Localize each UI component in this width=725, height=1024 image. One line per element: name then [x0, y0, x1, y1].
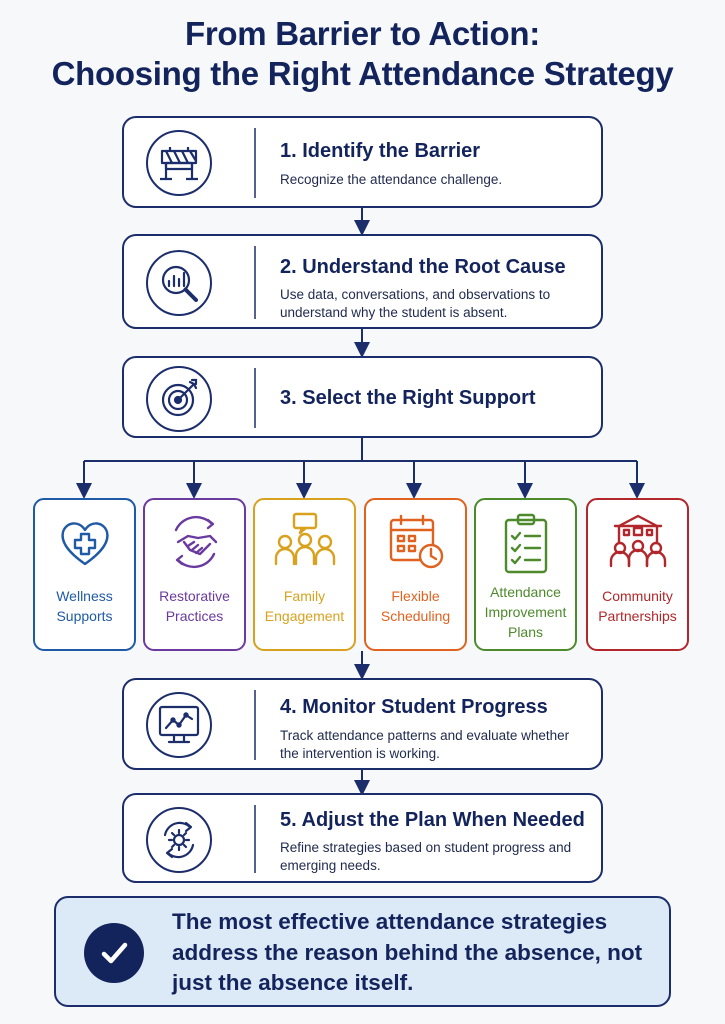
support-card-flexible: Flexible Scheduling: [364, 498, 467, 651]
step-3-box: 3. Select the Right Support: [122, 356, 603, 438]
step-1-title: 1. Identify the Barrier: [280, 140, 481, 162]
support-label-family: Family Engagement: [264, 588, 345, 624]
target-icon: [146, 366, 212, 432]
support-label-wellness: Wellness Supports: [56, 588, 113, 624]
clipboard-checklist-icon: [476, 512, 575, 576]
step-3-title: 3. Select the Right Support: [280, 387, 536, 409]
step-1-description: Recognize the attendance challenge.: [280, 172, 503, 187]
step-2-title: 2. Understand the Root Cause: [280, 256, 566, 278]
step-2-description: Use data, conversations, and observation…: [280, 287, 551, 320]
title-line-1: From Barrier to Action:: [185, 15, 540, 52]
family-icon: [255, 512, 354, 576]
support-label-community: Community Partnerships: [598, 588, 677, 624]
heart-cross-icon: [35, 512, 134, 576]
support-label-improvement-plans: Attendance Improvement Plans: [484, 584, 567, 640]
step-2-box: 2. Understand the Root Cause Use data, c…: [122, 234, 603, 329]
support-card-restorative: Restorative Practices: [143, 498, 246, 651]
support-card-improvement-plans: Attendance Improvement Plans: [474, 498, 577, 651]
handshake-icon: [145, 512, 244, 576]
step-4-title: 4. Monitor Student Progress: [280, 696, 548, 718]
step-5-description: Refine strategies based on student progr…: [280, 840, 572, 873]
step-1-box: 1. Identify the Barrier Recognize the at…: [122, 116, 603, 208]
support-label-restorative: Restorative Practices: [159, 588, 230, 624]
step-5-box: 5. Adjust the Plan When Needed Refine st…: [122, 793, 603, 883]
data-magnifier-icon: [146, 250, 212, 316]
step-5-title: 5. Adjust the Plan When Needed: [280, 809, 585, 831]
key-takeaway-text: The most effective attendance strategies…: [172, 909, 643, 995]
support-card-wellness: Wellness Supports: [33, 498, 136, 651]
monitor-chart-icon: [146, 692, 212, 758]
checkmark-icon: [84, 923, 144, 983]
cycle-gear-icon: [146, 807, 212, 873]
support-card-family: Family Engagement: [253, 498, 356, 651]
community-building-icon: [588, 512, 687, 576]
title-line-2: Choosing the Right Attendance Strategy: [51, 55, 674, 92]
support-card-community: Community Partnerships: [586, 498, 689, 651]
step-4-description: Track attendance patterns and evaluate w…: [280, 728, 570, 761]
calendar-clock-icon: [366, 512, 465, 576]
barrier-icon: [146, 130, 212, 196]
support-label-flexible: Flexible Scheduling: [380, 588, 451, 624]
key-takeaway-callout: The most effective attendance strategies…: [54, 896, 671, 1007]
step-4-box: 4. Monitor Student Progress Track attend…: [122, 678, 603, 770]
page-title: From Barrier to Action: Choosing the Rig…: [0, 14, 725, 94]
